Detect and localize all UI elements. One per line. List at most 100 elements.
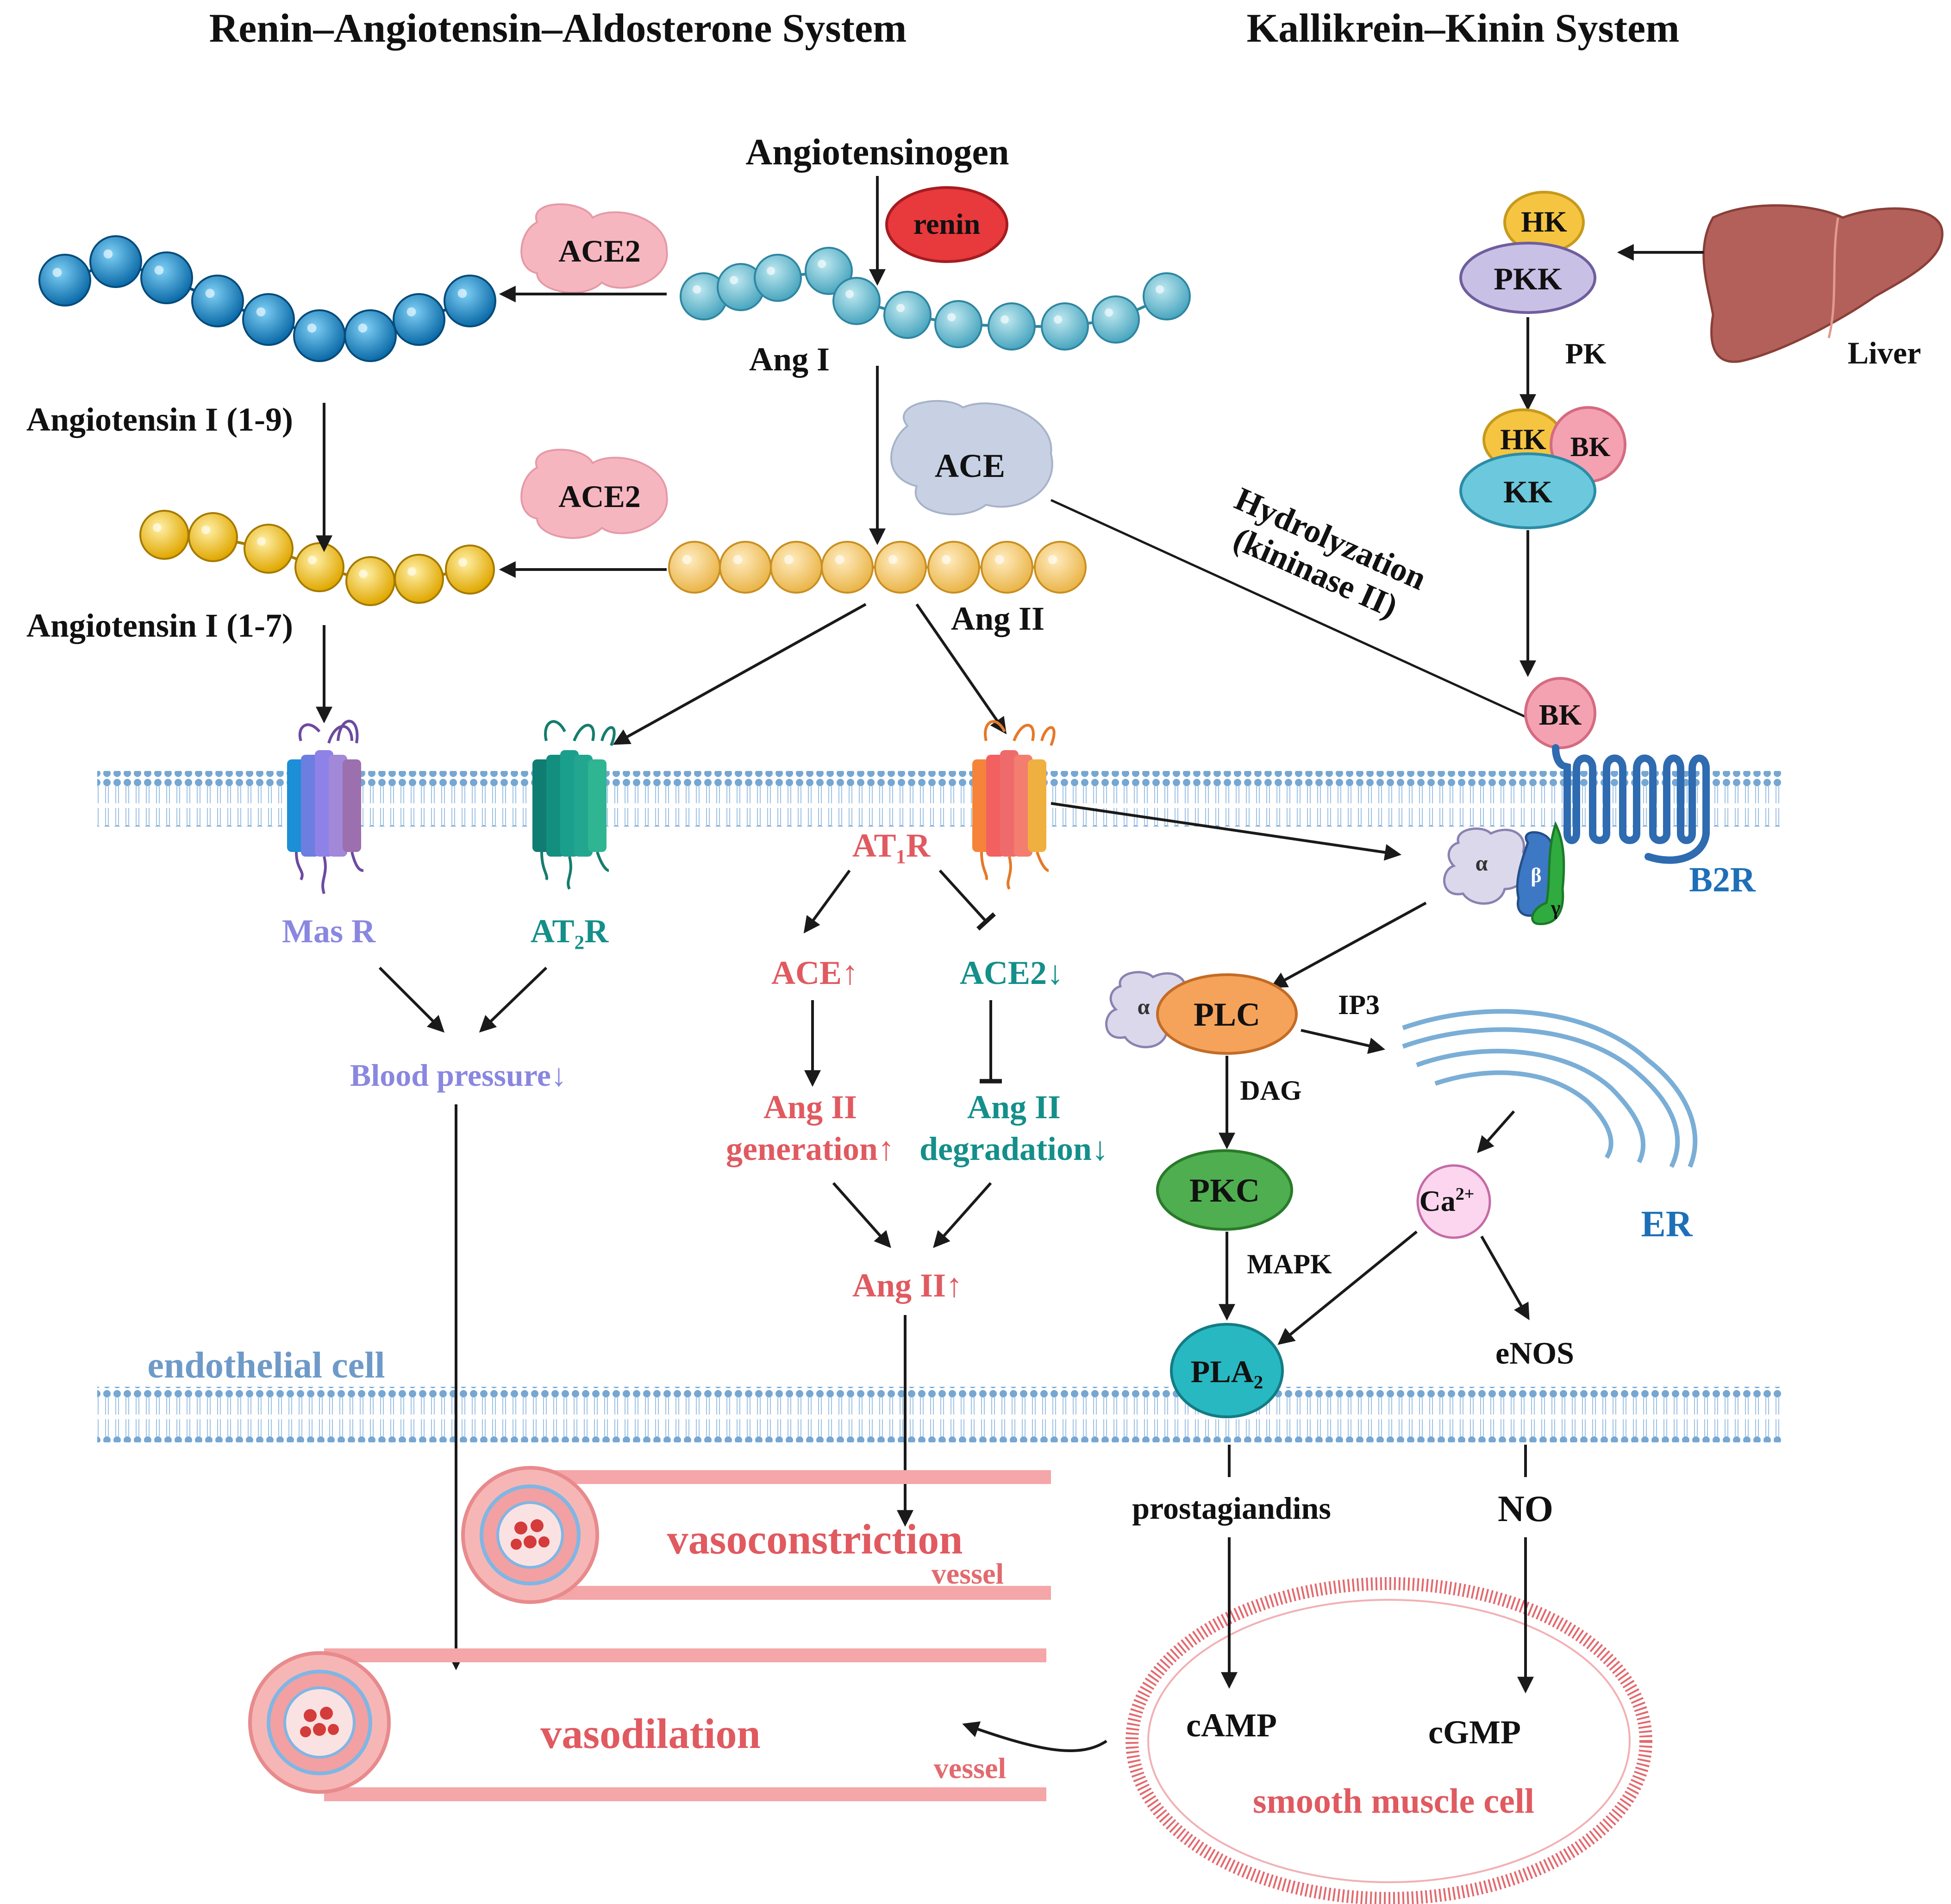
plasma-membrane-bottom — [97, 1387, 1782, 1442]
inhibit-ace-to-bk — [1050, 499, 1538, 729]
ip3-label: IP3 — [1338, 990, 1380, 1020]
masr-label: Mas R — [282, 913, 376, 950]
ang1-7-bead — [244, 524, 294, 574]
arrow-plc-to-er — [1301, 1029, 1386, 1054]
ang1-7-bead-highlight — [153, 523, 162, 532]
ang2-bead-highlight — [733, 555, 743, 564]
angiotensin-1-7-peptide-chain — [139, 510, 495, 606]
ace-enzyme: ACE — [890, 400, 1053, 515]
ang1-bead — [934, 300, 982, 348]
ang1-9-bead — [393, 293, 445, 346]
pk-label: PK — [1565, 337, 1607, 370]
ang1-bead-highlight — [1001, 315, 1009, 324]
ang1-7-bead-highlight — [257, 537, 266, 546]
ang2-bead — [981, 541, 1033, 594]
ang1-bead — [1041, 302, 1089, 351]
ang1-9-bead-highlight — [358, 323, 368, 333]
arrow-ang2-deg-to-ang2-up — [933, 1182, 992, 1248]
pla2-label: PLA₂ — [1191, 1354, 1263, 1389]
ang2-generation-label-1: Ang II — [763, 1089, 857, 1126]
cgmp-label: cGMP — [1428, 1714, 1521, 1751]
raas-title: Renin–Angiotensin–Aldosterone System — [209, 6, 907, 51]
pkk-label: PKK — [1494, 261, 1562, 296]
ang1-9-bead — [89, 235, 142, 288]
ace-up-label: ACE↑ — [771, 954, 858, 991]
arrow-er-to-ca — [1477, 1110, 1515, 1153]
ca-superscript: 2+ — [1456, 1184, 1475, 1204]
g-protein-complex: α β γ — [1443, 821, 1565, 926]
hk-bk-kk-complex: HK BK KK — [1459, 406, 1626, 529]
camp-label: cAMP — [1186, 1707, 1277, 1744]
ang2-bead-highlight — [1048, 555, 1057, 564]
renin-label: renin — [913, 207, 981, 240]
ang1-bead-highlight — [947, 313, 956, 321]
arrow-ang2-gen-to-ang2-up — [832, 1182, 891, 1248]
kk-label: KK — [1503, 474, 1552, 509]
ang1-bead-highlight — [1105, 308, 1113, 317]
at1-receptor — [972, 720, 1056, 890]
ang1-bead-highlight — [845, 290, 854, 298]
ang1-7-bead — [188, 512, 238, 562]
vessel-constricted — [461, 1466, 1051, 1604]
vessel-top-label: vessel — [932, 1557, 1004, 1590]
vasodilation-label: vasodilation — [540, 1710, 760, 1757]
ang2-bead-highlight — [994, 555, 1004, 564]
ang1-7-bead — [139, 510, 189, 560]
arrow-at1r-to-gprotein — [1051, 802, 1402, 861]
ca-text: Ca — [1419, 1184, 1456, 1217]
ang1-9-bead — [293, 309, 346, 362]
ang1-7-bead-highlight — [407, 567, 416, 576]
ang1-bead — [1143, 272, 1191, 320]
vessel-bottom-label: vessel — [934, 1752, 1006, 1785]
bradykinin-ligand: BK — [1524, 677, 1596, 749]
ang1-9-bead-highlight — [52, 268, 62, 277]
mas-receptor — [287, 720, 364, 894]
pkc-label: PKC — [1189, 1172, 1260, 1209]
at1r-label: AT₁R — [852, 827, 931, 864]
ang2-bead-highlight — [682, 555, 692, 564]
ace-label: ACE — [935, 447, 1005, 484]
ang2-degradation-label-1: Ang II — [967, 1089, 1061, 1126]
ace2-mid-label: ACE2 — [558, 479, 641, 514]
no-label: NO — [1498, 1489, 1553, 1529]
ang1-7-bead — [445, 545, 495, 595]
ace2-enzyme-top: ACE2 — [520, 203, 668, 294]
ang1-9-bead — [38, 254, 91, 307]
arrow-ang2-to-at2r — [613, 603, 867, 745]
hk2-label: HK — [1500, 423, 1546, 456]
bk-small-label: BK — [1570, 432, 1611, 462]
ang-i-peptide-chain — [680, 247, 1191, 351]
ang2-bead-highlight — [941, 555, 951, 564]
smooth-muscle-label: smooth muscle cell — [1253, 1782, 1534, 1821]
ang1-7-bead-highlight — [359, 570, 368, 578]
arrow-ca-to-enos — [1480, 1235, 1530, 1321]
endothelial-cell-label: endothelial cell — [147, 1345, 385, 1386]
angiotensinogen-label: Angiotensinogen — [746, 132, 1009, 173]
ang2-bead-highlight — [784, 555, 794, 564]
pla2-enzyme: PLA₂ — [1170, 1323, 1284, 1418]
ang1-7-bead-highlight — [308, 556, 317, 564]
arrow-ca-to-pla2 — [1277, 1230, 1418, 1345]
smooth-muscle-cell — [1126, 1577, 1652, 1904]
ang1-9-bead — [140, 251, 193, 304]
ang1-7-bead-highlight — [201, 526, 210, 534]
arrow-gprotein-to-plc — [1270, 902, 1427, 988]
ang-ii-peptide-chain — [668, 541, 1087, 594]
g-gamma-label: γ — [1551, 896, 1561, 919]
ang1-9-bead — [242, 293, 295, 346]
arrow-masr-to-bp — [378, 966, 445, 1033]
ang2-bead — [927, 541, 980, 594]
plasma-membrane-top — [97, 771, 1782, 827]
ang1-7-bead — [345, 556, 395, 606]
ang2-generation-label-2: generation↑ — [726, 1130, 894, 1167]
blood-pressure-label: Blood pressure↓ — [350, 1058, 567, 1093]
ang1-9-bead — [344, 309, 397, 362]
pkc-enzyme: PKC — [1156, 1149, 1293, 1231]
ang2-bead — [770, 541, 823, 594]
ang1-7-bead-highlight — [458, 558, 467, 567]
ang1-bead — [805, 247, 853, 295]
ace2-enzyme-mid: ACE2 — [520, 449, 668, 539]
ang2-bead-highlight — [888, 555, 898, 564]
b2r-receptor — [1552, 744, 1710, 864]
ang1-bead — [1092, 295, 1140, 344]
